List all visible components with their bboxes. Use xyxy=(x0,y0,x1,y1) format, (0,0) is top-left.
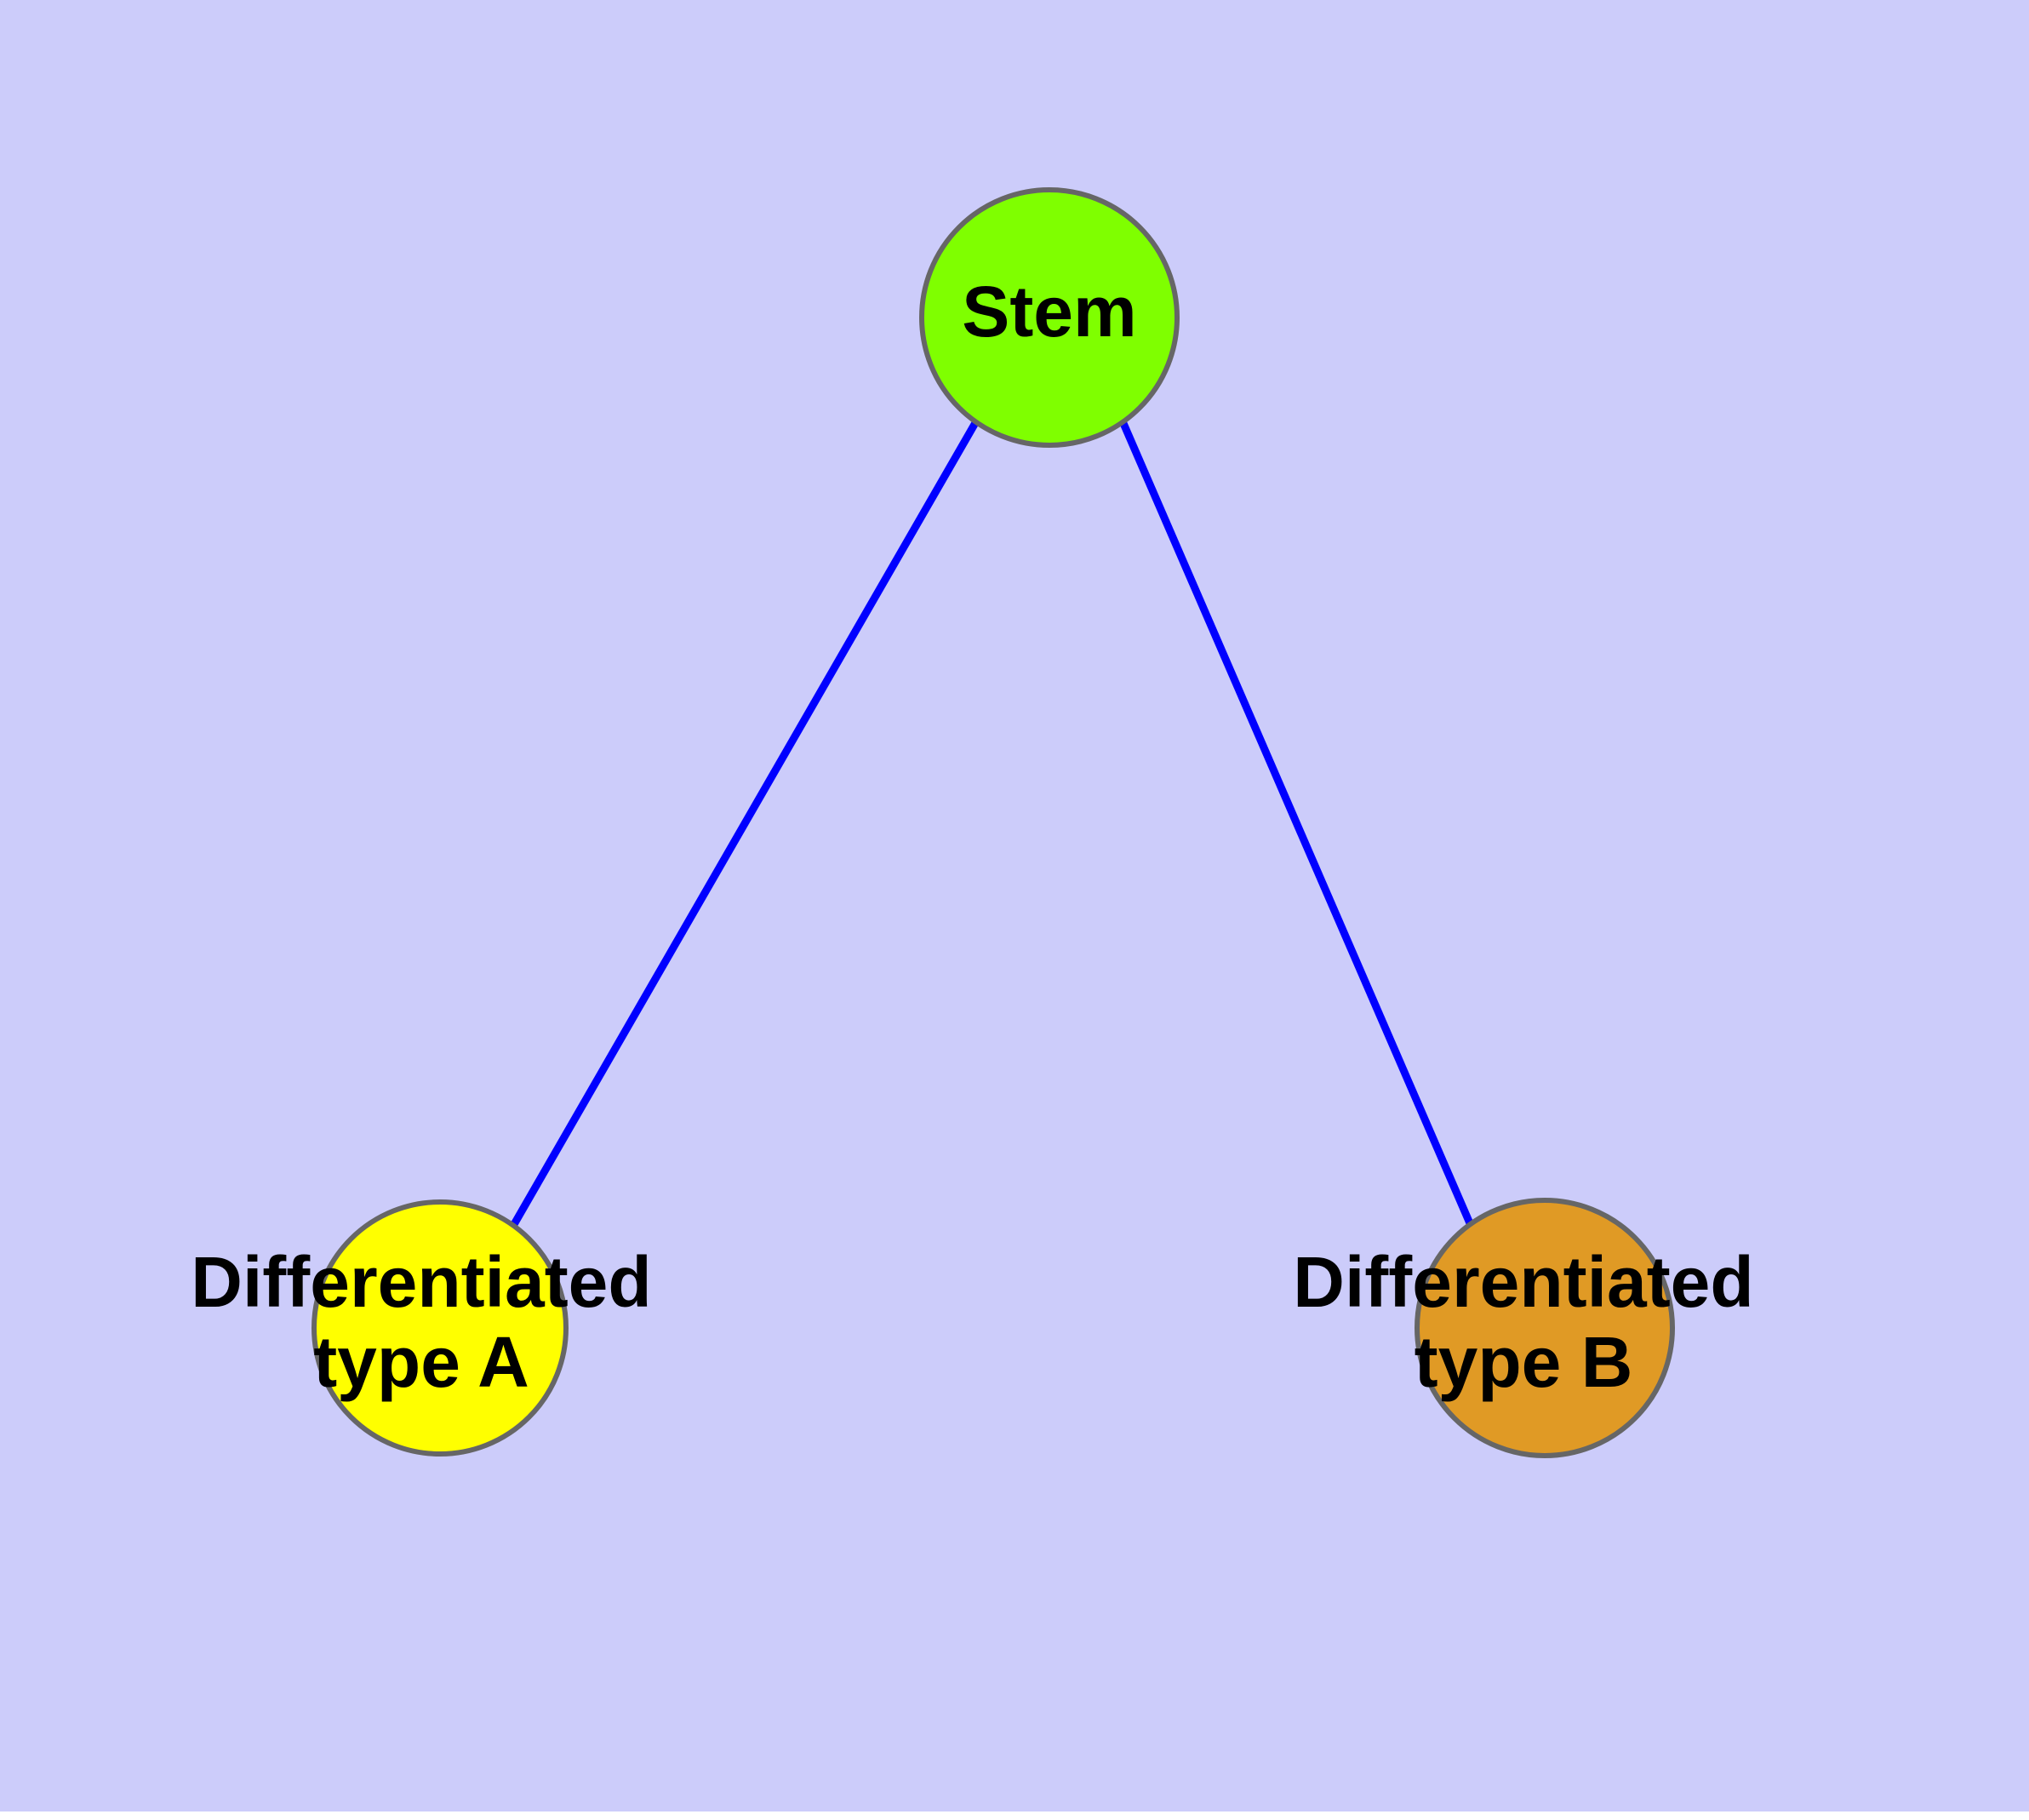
node-label-line: type A xyxy=(313,1322,529,1402)
edges-group xyxy=(510,419,1474,1228)
graph-node-stem[interactable]: Stem xyxy=(919,187,1180,448)
graph-edge-stem-to-diff_a[interactable] xyxy=(510,419,980,1228)
node-circle-diff_b[interactable] xyxy=(1415,1198,1675,1458)
node-circle-diff_a[interactable] xyxy=(311,1199,569,1457)
node-circle-stem[interactable] xyxy=(919,187,1180,448)
graph-edge-stem-to-diff_b[interactable] xyxy=(1118,420,1474,1225)
node-label-stem: Stem xyxy=(962,272,1136,352)
node-label-line: Differentiated xyxy=(1293,1242,1753,1322)
node-label-line: Stem xyxy=(962,272,1136,352)
node-label-line: Differentiated xyxy=(191,1242,651,1322)
node-label-line: type B xyxy=(1415,1322,1633,1402)
